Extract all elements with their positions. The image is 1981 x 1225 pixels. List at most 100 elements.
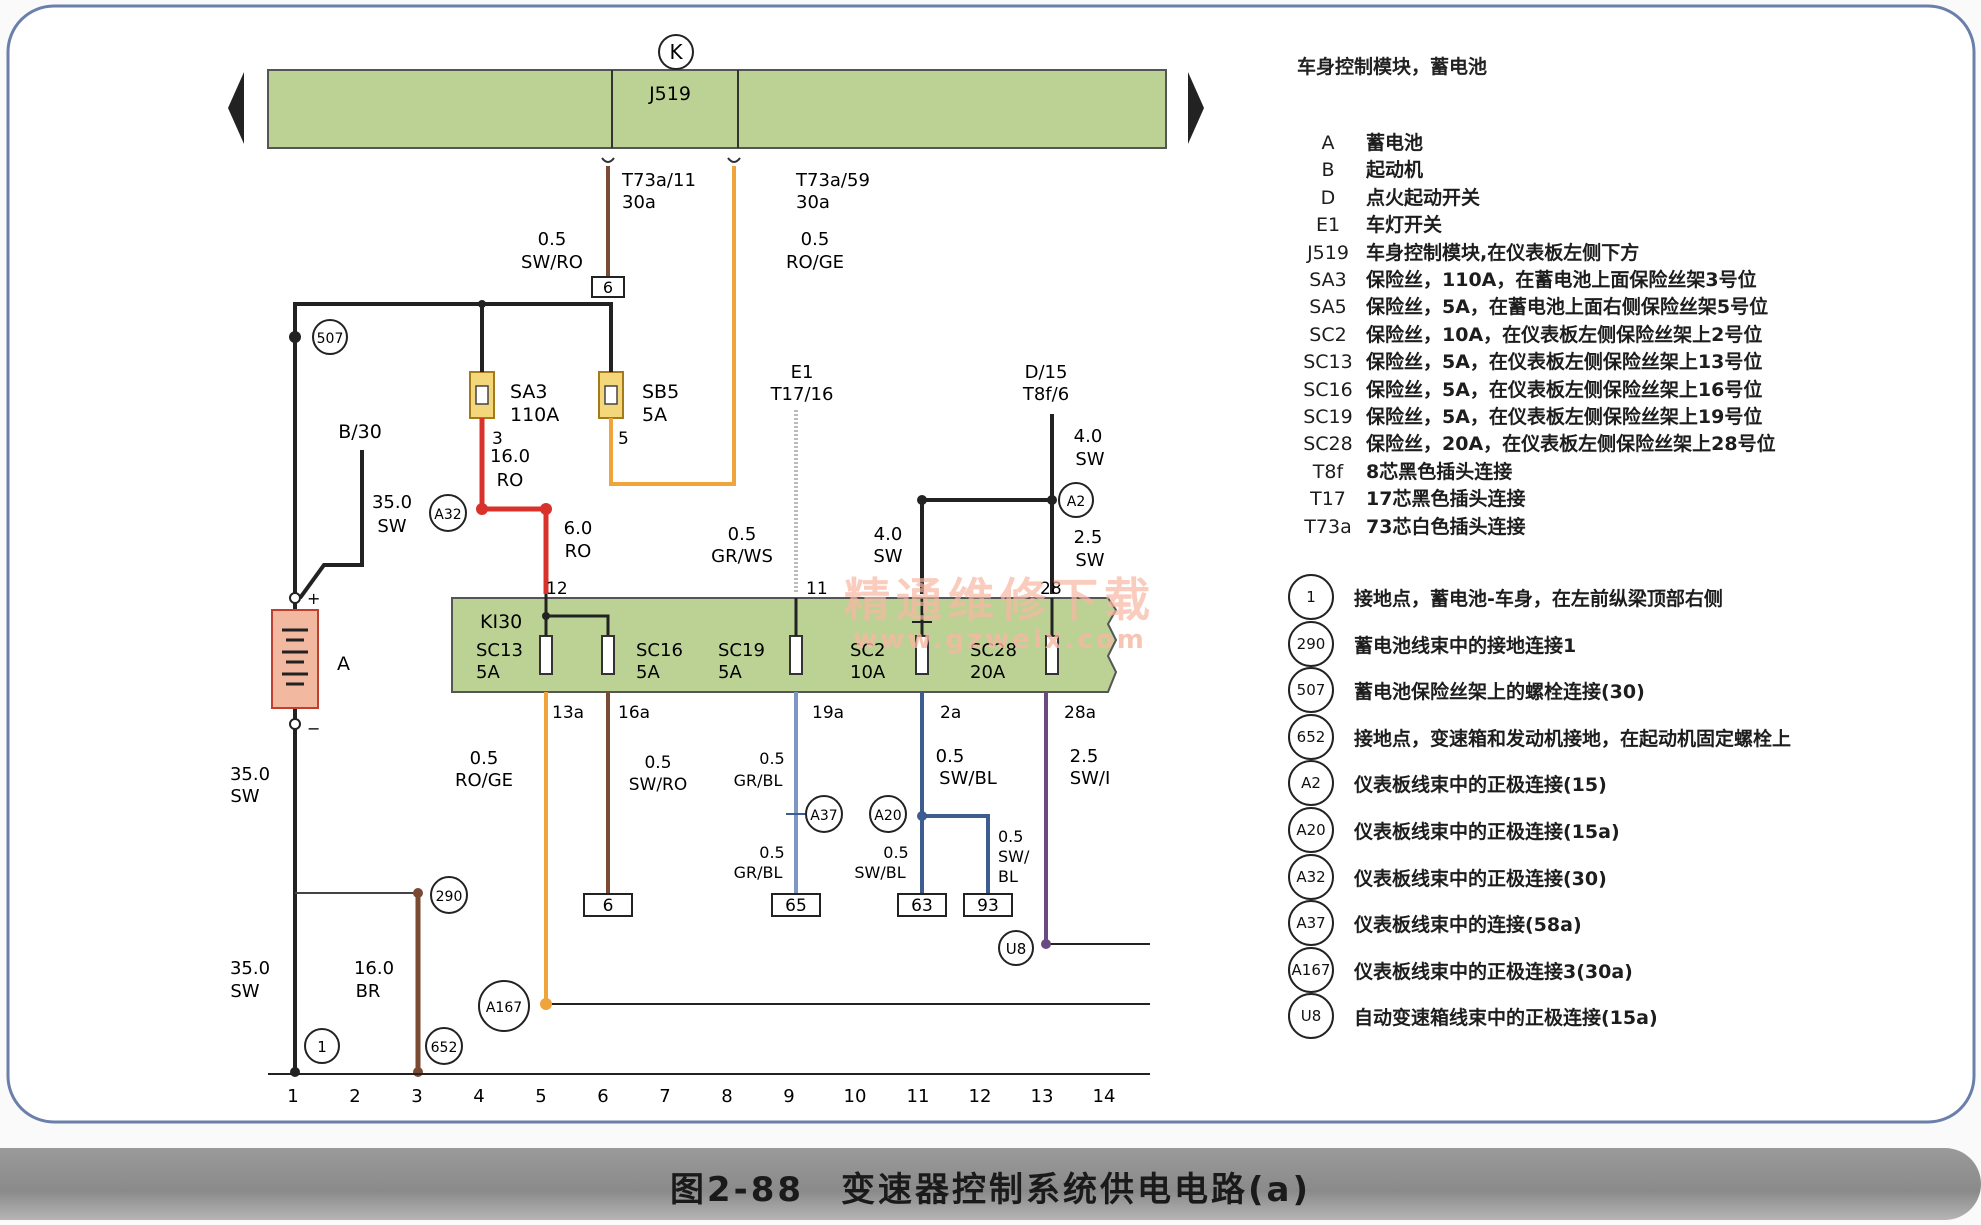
wire-label: 0.5	[998, 827, 1023, 846]
grid-num: 14	[1093, 1086, 1116, 1107]
wire-label: 35.0	[230, 958, 270, 979]
reference-desc: 仪表板线束中的正极连接3(30a)	[1354, 960, 1633, 983]
wire-label: SW	[377, 516, 406, 537]
fuse-rating: 10A	[850, 662, 886, 683]
fuse-name: SC28	[970, 640, 1017, 661]
svg-text:+: +	[307, 589, 320, 608]
wire-label: 0.5	[644, 753, 671, 773]
wire-label: 0.5	[759, 749, 784, 768]
wire-label: 6.0	[564, 518, 593, 539]
d15-label: D/15	[1025, 362, 1068, 383]
wire-label: 0.5	[883, 843, 908, 862]
legend-code: T17	[1310, 488, 1346, 511]
reference-desc: 接地点，蓄电池-车身，在左前纵梁顶部右侧	[1354, 588, 1723, 610]
grid-num: 7	[659, 1086, 670, 1107]
wire-label: 35.0	[372, 492, 412, 513]
module-ref-circle	[658, 34, 694, 70]
wire-label: GR/BL	[734, 863, 783, 882]
wire-label: SW	[1075, 449, 1104, 470]
node-a32	[429, 494, 467, 532]
legend-code: T73a	[1304, 515, 1352, 538]
reference-badge: 290	[1288, 620, 1334, 667]
pin-label: 28a	[1064, 703, 1096, 723]
legend-desc: 17芯黑色插头连接	[1366, 488, 1526, 511]
grid-num: 13	[1031, 1086, 1054, 1107]
wire-label: RO	[497, 470, 524, 491]
legend-code: SA3	[1309, 269, 1347, 291]
diagram-panel	[6, 4, 1976, 1124]
legend-desc: 保险丝，10A，在仪表板左侧保险丝架上2号位	[1366, 323, 1763, 346]
connector-label: 65	[785, 896, 807, 916]
pin-right-circuit: 30a	[796, 192, 830, 213]
pin-label: 5	[618, 429, 629, 449]
wire-label: 16.0	[490, 446, 530, 467]
reference-desc: 接地点，变速箱和发动机接地，在起动机固定螺栓上	[1354, 727, 1792, 750]
fuse-rating: 5A	[476, 662, 500, 683]
reference-badge: A37	[1288, 900, 1334, 947]
fuse-rating: 20A	[970, 662, 1006, 683]
wire-label: SW/BL	[939, 768, 997, 789]
fuse-box-label: KI30	[480, 611, 522, 633]
fuse-rating: 110A	[510, 404, 559, 426]
wire-label: GR/BL	[734, 771, 783, 790]
connector-6	[583, 893, 633, 917]
legend-code: SC16	[1303, 378, 1353, 401]
legend-code: SC2	[1309, 323, 1347, 346]
node-a20	[869, 795, 907, 833]
figure-caption: 图2-88 变速器控制系统供电电路(a)	[669, 1170, 1312, 1210]
node-label: A2	[1067, 494, 1085, 510]
wire-label: SW/RO	[629, 775, 688, 795]
reference-badge: 507	[1288, 667, 1334, 714]
module-ref-label: K	[669, 40, 683, 64]
legend-item: SC2 保险丝，10A，在仪表板左侧保险丝架上2号位	[1290, 320, 1762, 347]
node-label: A37	[810, 808, 837, 824]
grid-num: 1	[287, 1086, 298, 1107]
grid-num: 2	[349, 1086, 360, 1107]
pin-label: 3	[492, 429, 503, 449]
wire-ro-ge-top	[609, 166, 736, 486]
legend-title: 车身控制模块，蓄电池	[1297, 56, 1488, 78]
fuse-rating: 5A	[636, 662, 660, 683]
wire-label: 2.5	[1070, 746, 1099, 767]
node-label: 652	[431, 1040, 458, 1056]
left-arrow-icon	[228, 72, 244, 144]
reference-badge: A32	[1288, 853, 1334, 900]
fuse-name: SB5	[642, 381, 679, 403]
wire-label: SW	[873, 546, 902, 567]
wire-label: 0.5	[759, 843, 784, 862]
grid-num: 11	[907, 1086, 930, 1107]
reference-badge: A167	[1288, 946, 1334, 993]
legend-item: E1 车灯开关	[1290, 210, 1442, 237]
node-label: U8	[1006, 940, 1027, 958]
connector-63	[897, 893, 947, 917]
legend-desc: 车灯开关	[1366, 214, 1443, 237]
node-507	[312, 319, 348, 355]
node-label: A20	[874, 808, 901, 824]
wire-label: RO	[565, 541, 592, 562]
legend-code: E1	[1315, 214, 1341, 237]
wire-label: 2.5	[1074, 527, 1103, 548]
connector-65	[771, 893, 821, 917]
legend-desc: 起动机	[1366, 159, 1424, 182]
legend-desc: 8芯黑色插头连接	[1366, 460, 1513, 483]
legend-code: D	[1320, 186, 1336, 209]
wire-label: SW	[230, 981, 259, 1002]
node-label: 1	[317, 1038, 327, 1056]
reference-badge: 652	[1288, 713, 1334, 760]
legend-code: A	[1321, 132, 1335, 154]
pin-label: 2a	[940, 703, 961, 723]
wire-label: 0.5	[538, 229, 567, 250]
node-a167	[478, 980, 530, 1032]
wire-label: SW/RO	[521, 252, 583, 273]
module-label: J519	[648, 83, 691, 105]
node-label: 507	[317, 331, 344, 347]
wire-label: 0.5	[728, 524, 757, 545]
